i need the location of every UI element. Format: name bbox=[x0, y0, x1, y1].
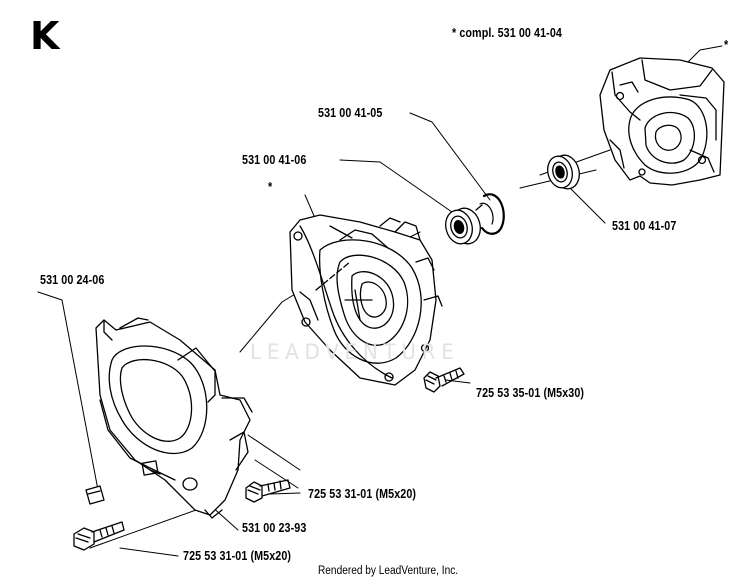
crankcase-half-right bbox=[599, 57, 725, 186]
label-plate: 531 00 24-06 bbox=[40, 273, 105, 287]
plate-part bbox=[85, 485, 105, 505]
label-asterisk-left: * bbox=[268, 180, 273, 194]
screw-m5x30 bbox=[423, 367, 465, 393]
label-bearing-right: 531 00 41-07 bbox=[612, 219, 677, 233]
label-bearing-left: 531 00 41-06 bbox=[242, 153, 307, 167]
bearing-right bbox=[547, 154, 580, 190]
crankcase-half-left bbox=[289, 214, 443, 386]
label-cover-part: 531 00 23-93 bbox=[242, 521, 307, 535]
front-cover bbox=[95, 317, 253, 519]
snap-ring bbox=[475, 193, 505, 235]
screw-m5x20-bottom bbox=[73, 521, 125, 551]
label-asterisk-right: * bbox=[724, 38, 729, 52]
bearing-middle bbox=[445, 207, 481, 245]
label-screw-m5x20-right: 725 53 31-01 (M5x20) bbox=[308, 487, 417, 501]
footer-credit: Rendered by LeadVenture, Inc. bbox=[318, 565, 459, 577]
section-letter: K bbox=[30, 14, 60, 58]
watermark: LEADVENTURE bbox=[250, 340, 460, 364]
label-screw-m5x30: 725 53 35-01 (M5x30) bbox=[476, 386, 585, 400]
label-complete-set: * compl. 531 00 41-04 bbox=[452, 26, 562, 40]
label-screw-m5x20-bottom: 725 53 31-01 (M5x20) bbox=[183, 549, 292, 563]
label-snap-ring: 531 00 41-05 bbox=[318, 106, 383, 120]
screw-m5x20-right bbox=[245, 479, 291, 503]
